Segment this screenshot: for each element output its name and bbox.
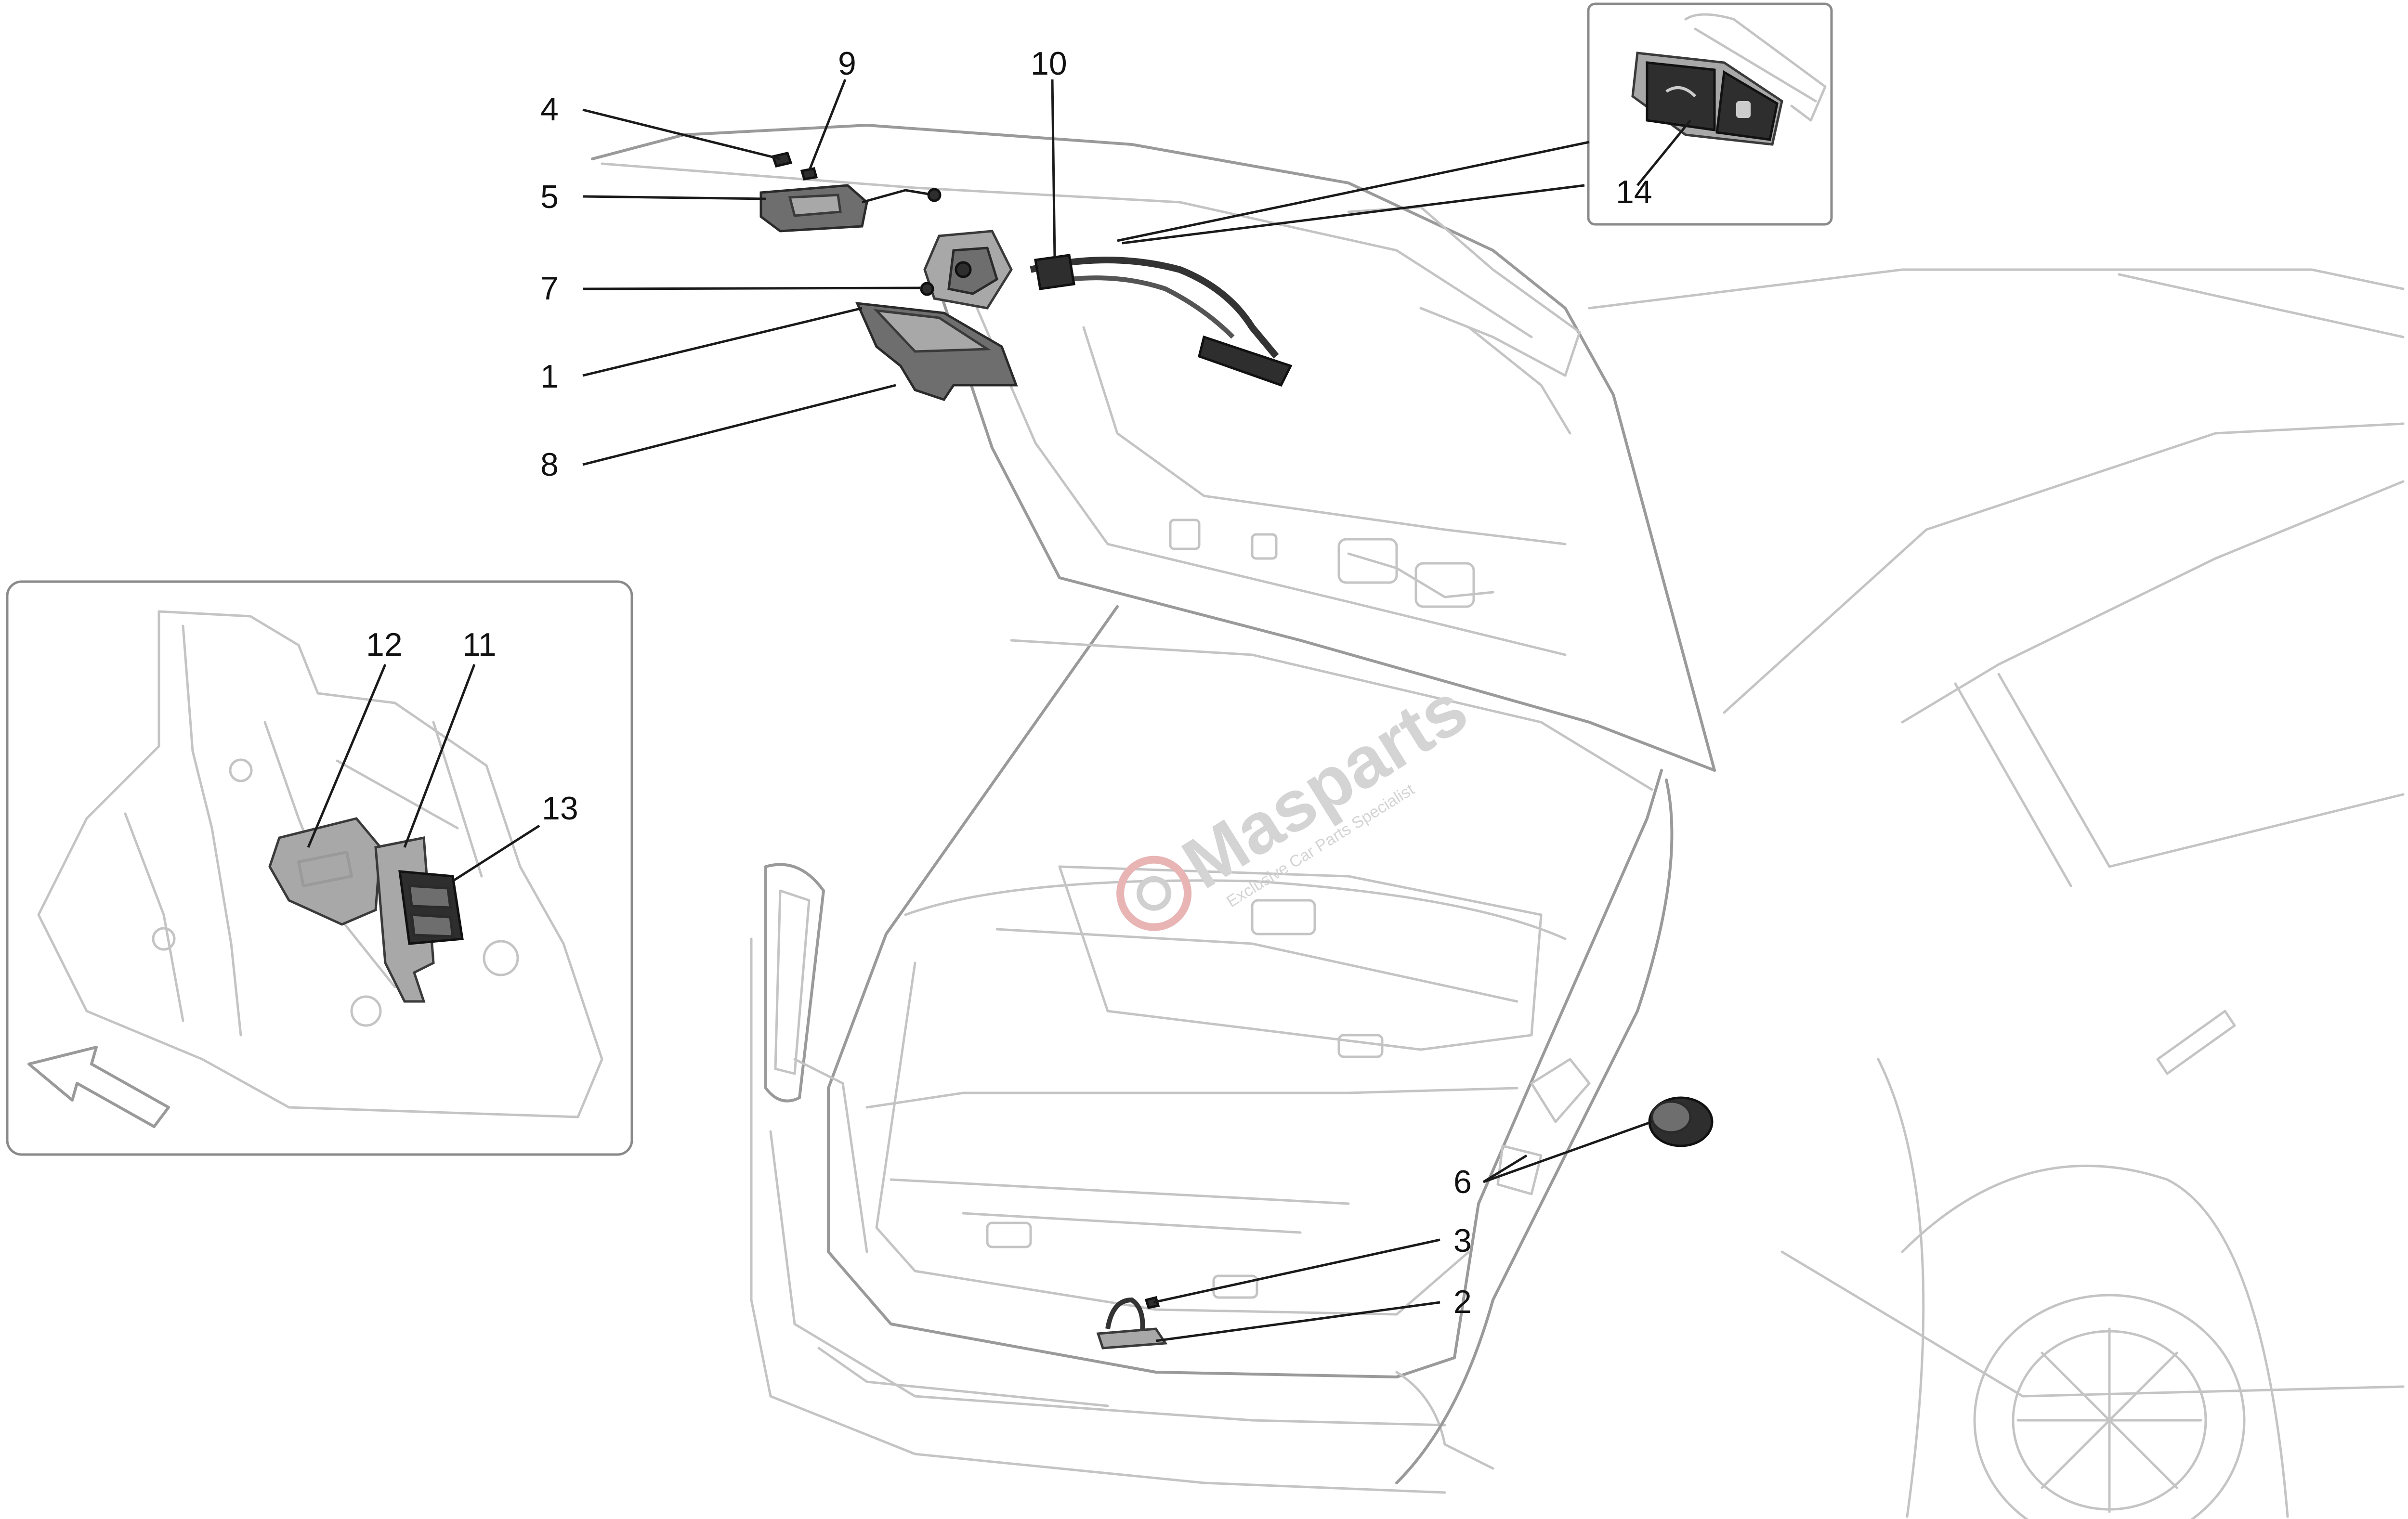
callout-13: 13 — [542, 790, 578, 827]
callout-8: 8 — [540, 446, 559, 483]
callout-7: 7 — [540, 270, 559, 307]
cable-harness-10 — [1030, 254, 1293, 387]
callout-14: 14 — [1616, 174, 1652, 210]
leader-lines — [307, 79, 1691, 1342]
latch-actuator-5 — [759, 184, 942, 233]
callout-12: 12 — [366, 626, 403, 663]
latch-cover-1-8 — [855, 302, 1018, 401]
inset-control-module — [6, 580, 633, 1156]
vehicle-outline — [591, 124, 2405, 1519]
callout-4: 4 — [540, 91, 559, 128]
callout-6: 6 — [1453, 1164, 1472, 1200]
screw-4 — [771, 152, 793, 168]
callout-9: 9 — [838, 45, 856, 82]
callout-labels: 1 2 3 4 5 6 7 8 9 10 11 12 13 14 — [366, 45, 1652, 1320]
callout-10: 10 — [1031, 45, 1067, 82]
control-module-13 — [398, 870, 464, 945]
watermark: Masparts Exclusive Car Parts Specialist — [1116, 667, 1481, 931]
callout-1: 1 — [540, 358, 559, 395]
watermark-logo-icon — [1116, 856, 1192, 931]
callout-2: 2 — [1453, 1284, 1472, 1320]
tailgate-latch-7 — [920, 230, 1013, 310]
switch-panel-14 — [1631, 52, 1783, 146]
view-direction-arrow — [27, 1046, 170, 1128]
callout-3: 3 — [1453, 1222, 1472, 1259]
callout-11: 11 — [462, 626, 497, 663]
parts — [759, 152, 1714, 1350]
button-6 — [1648, 1096, 1714, 1147]
watermark-brand: Masparts — [1169, 667, 1481, 904]
striker-2 — [1096, 1297, 1168, 1350]
bracket-12 — [268, 817, 382, 926]
bolt-3 — [1144, 1296, 1160, 1309]
callout-5: 5 — [540, 179, 559, 215]
